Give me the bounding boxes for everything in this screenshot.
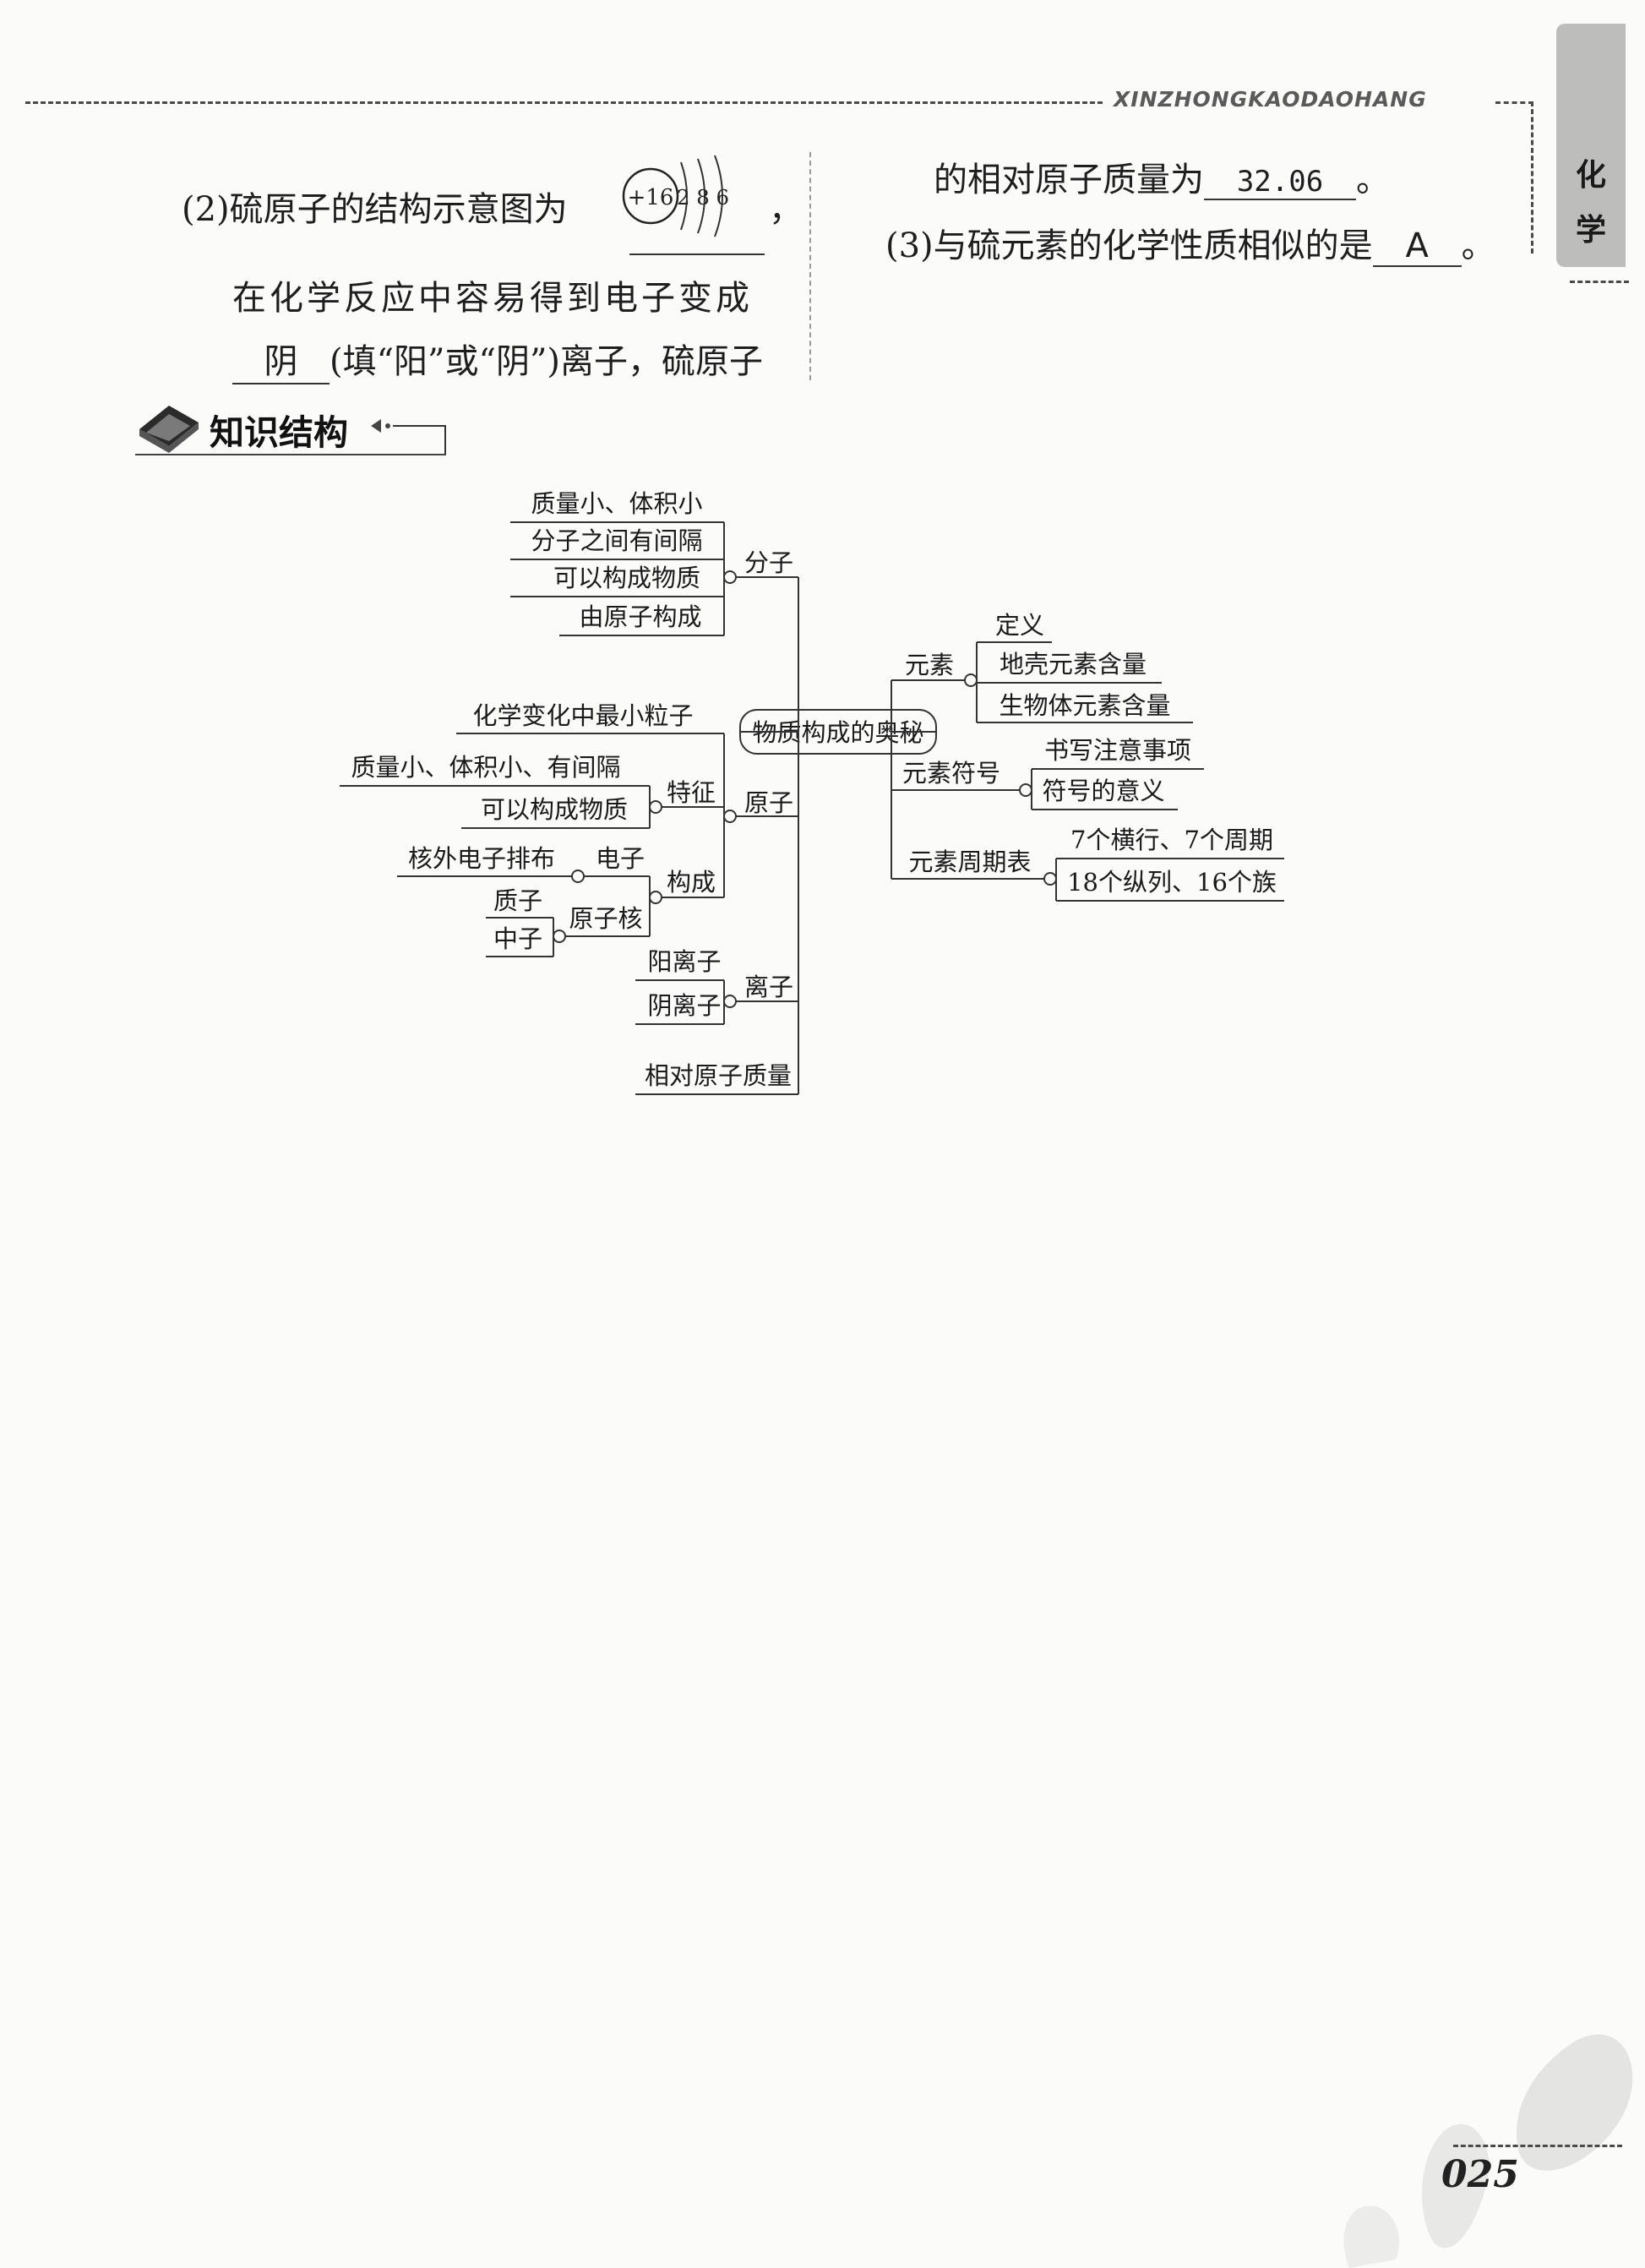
periodic-rows-periods: 7个横行、7个周期 — [1070, 826, 1273, 854]
mindmap-molecule: 分子 — [744, 548, 793, 577]
question2-cont-line: 的相对原子质量为 32.06 。 — [934, 152, 1390, 201]
electron-shell-3 — [714, 155, 723, 237]
answer-relative-mass: 32.06 — [1236, 165, 1324, 199]
electron-shell-2 — [697, 158, 705, 234]
ion-cation: 阳离子 — [647, 947, 721, 976]
periodic-columns-groups: 18个纵列、16个族 — [1067, 868, 1277, 897]
atom-electron: 电子 — [596, 844, 645, 873]
element-crust-content: 地壳元素含量 — [1000, 650, 1147, 679]
running-title: XINZHONGKAODAOHANG — [1114, 87, 1427, 112]
column-divider — [809, 152, 811, 380]
answer-blank-ion[interactable]: 阴 — [232, 334, 330, 384]
answer-similar-element: A — [1405, 226, 1429, 265]
mindmap-periodic-table: 元素周期表 — [908, 848, 1031, 876]
knowledge-mindmap: 物质构成的奥秘 分子 质量小、体积小 分子之间有间隔 可以构成物质 由原子构成 … — [340, 489, 1284, 1095]
atom-feature-label: 特征 — [667, 778, 716, 807]
question2-line1-end: ， — [769, 190, 803, 229]
question2-line3-wrapper: 阴 (填“阳”或“阴”)离子，硫原子 — [232, 334, 763, 384]
element-definition: 定义 — [995, 611, 1044, 640]
answer-ion-type: 阴 — [264, 342, 298, 381]
element-biology-content: 生物体元素含量 — [999, 691, 1170, 720]
section-title-underline — [135, 454, 446, 455]
question3-end: 。 — [1461, 226, 1495, 265]
nucleus-proton: 质子 — [493, 886, 542, 915]
decorative-leaves — [1343, 2034, 1633, 2268]
section-title-arrow — [371, 419, 446, 455]
question2-line3: (填“阳”或“阴”)离子，硫原子 — [330, 342, 764, 381]
mindmap-atom: 原子 — [744, 788, 793, 817]
subject-tab-char-1: 化 — [1575, 158, 1606, 193]
header-rule — [25, 101, 1103, 104]
relative-mass-prompt: 的相对原子质量为 — [934, 161, 1204, 199]
mindmap-ion: 离子 — [744, 973, 793, 1001]
nucleus-circle — [622, 167, 679, 225]
question3-line: (3)与硫元素的化学性质相似的是 A 。 — [885, 218, 1495, 267]
relative-mass-end: 。 — [1356, 161, 1390, 199]
section-icon — [139, 406, 199, 453]
footer-rule — [1453, 2145, 1622, 2147]
header-rule-vertical — [1531, 101, 1533, 254]
header-rule-right — [1495, 101, 1533, 104]
atom-shell-electrons: 2 8 6 — [677, 186, 729, 210]
atom-electron-detail: 核外电子排布 — [408, 844, 555, 873]
molecule-item-4: 由原子构成 — [579, 602, 701, 631]
arrow-left-icon — [371, 419, 381, 433]
element-symbol-writing: 书写注意事项 — [1044, 736, 1191, 765]
question2-line1: (2)硫原子的结构示意图为 — [182, 190, 568, 229]
mindmap-element-symbol: 元素符号 — [902, 759, 1000, 788]
answer-blank-similar[interactable]: A — [1372, 226, 1462, 267]
subject-tab: 化 学 — [1556, 24, 1626, 267]
answer-blank-mass[interactable]: 32.06 — [1204, 165, 1356, 200]
molecule-item-2: 分子之间有间隔 — [531, 526, 702, 555]
atom-nucleus: 原子核 — [569, 904, 642, 933]
atom-feature-1: 质量小、体积小、有间隔 — [351, 753, 620, 782]
subject-tab-char-2: 学 — [1575, 213, 1606, 248]
sulfur-atom-diagram: +16 2 8 6 — [622, 155, 729, 237]
ion-anion: 阴离子 — [647, 991, 721, 1020]
element-symbol-meaning: 符号的意义 — [1042, 777, 1164, 805]
nucleus-neutron: 中子 — [493, 924, 542, 953]
electron-shell-1 — [680, 161, 688, 231]
page-number: 025 — [1441, 2153, 1519, 2196]
atom-nucleus-label: +16 — [628, 185, 674, 210]
molecule-item-3: 可以构成物质 — [553, 564, 700, 592]
atom-composition-label: 构成 — [667, 868, 716, 897]
atom-smallest-particle: 化学变化中最小粒子 — [472, 701, 693, 730]
question3-prompt: (3)与硫元素的化学性质相似的是 — [885, 226, 1373, 265]
section-title: 知识结构 — [210, 412, 348, 453]
mindmap-relative-mass: 相对原子质量 — [645, 1061, 792, 1090]
tab-rule — [1570, 281, 1629, 283]
question2-line2: 在化学反应中容易得到电子变成 — [232, 279, 753, 318]
diagram-underline — [629, 254, 765, 255]
molecule-item-1: 质量小、体积小 — [531, 489, 702, 518]
atom-feature-2: 可以构成物质 — [481, 795, 628, 824]
mindmap-element: 元素 — [905, 651, 954, 679]
